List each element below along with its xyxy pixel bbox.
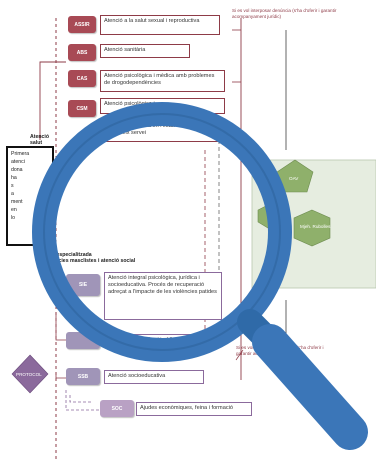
oav-node: OAV (289, 176, 299, 181)
service-box-soc: Ajudes econòmiques, feina i formació (136, 402, 252, 416)
protocol-node: PROTOCOL (16, 372, 42, 377)
service-tag-abs: ABS (68, 44, 96, 61)
service-box-ssb: Atenció socioeducativa (104, 370, 204, 384)
service-tag-cas: CAS (68, 70, 96, 87)
service-tag-assir: ASSIR (68, 16, 96, 33)
service-tag-csm: CSM (68, 100, 96, 117)
top-note: Si es vol interposar denúncia (s'ha d'of… (232, 8, 337, 19)
service-box-assir: Atenció a la salut sexual i reproductiva (100, 15, 220, 35)
service-box-abs: Atenció sanitària (100, 44, 190, 58)
service-box-cas: Atenció psicològica i mèdica amb problem… (100, 70, 225, 92)
right-hex-node: Mjeh. Rubolles (300, 224, 331, 229)
service-tag-ssb: SSB (66, 368, 100, 385)
left-label: Atenció salut (30, 134, 50, 147)
service-tag-soc: SOC (100, 400, 134, 417)
service-box-sie: Atenció integral psicològica, jurídica i… (104, 272, 222, 320)
service-tag-sie: SIE (66, 274, 100, 296)
